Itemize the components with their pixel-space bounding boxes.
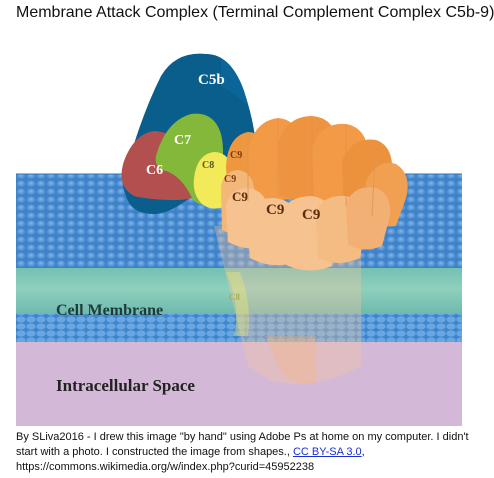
figure-title: Membrane Attack Complex (Terminal Comple… xyxy=(16,4,494,21)
c8-transmembrane xyxy=(226,272,249,336)
intracellular-region xyxy=(16,336,462,426)
caption-text: By SLiva2016 - I drew this image "by han… xyxy=(16,431,469,458)
c9-label-b: C9 xyxy=(224,174,236,185)
c8-label: C8 xyxy=(202,160,214,171)
intracellular-space-label: Intracellular Space xyxy=(56,376,195,395)
c6-label: C6 xyxy=(146,163,163,178)
c9-label-c: C9 xyxy=(232,189,248,204)
cell-membrane-label: Cell Membrane xyxy=(56,302,163,319)
membrane-core xyxy=(16,264,462,314)
membrane-lower-heads xyxy=(16,312,462,342)
c9-label-a: C9 xyxy=(230,150,242,161)
attribution-caption: By SLiva2016 - I drew this image "by han… xyxy=(16,430,472,475)
caption-source: , https://commons.wikimedia.org/w/index.… xyxy=(16,446,365,473)
c9-label-d: C9 xyxy=(266,202,284,218)
license-link[interactable]: CC BY-SA 3.0 xyxy=(292,446,362,458)
mac-diagram: C5b C7 C6 C8 C9 C9 C9 C9 C9 C8 Cell Memb… xyxy=(16,36,462,426)
c9-label-e: C9 xyxy=(302,207,320,223)
c8-membrane-label: C8 xyxy=(229,292,240,302)
c5b-label: C5b xyxy=(198,72,225,88)
c9-front-row xyxy=(221,170,391,271)
c7-label: C7 xyxy=(174,133,191,148)
